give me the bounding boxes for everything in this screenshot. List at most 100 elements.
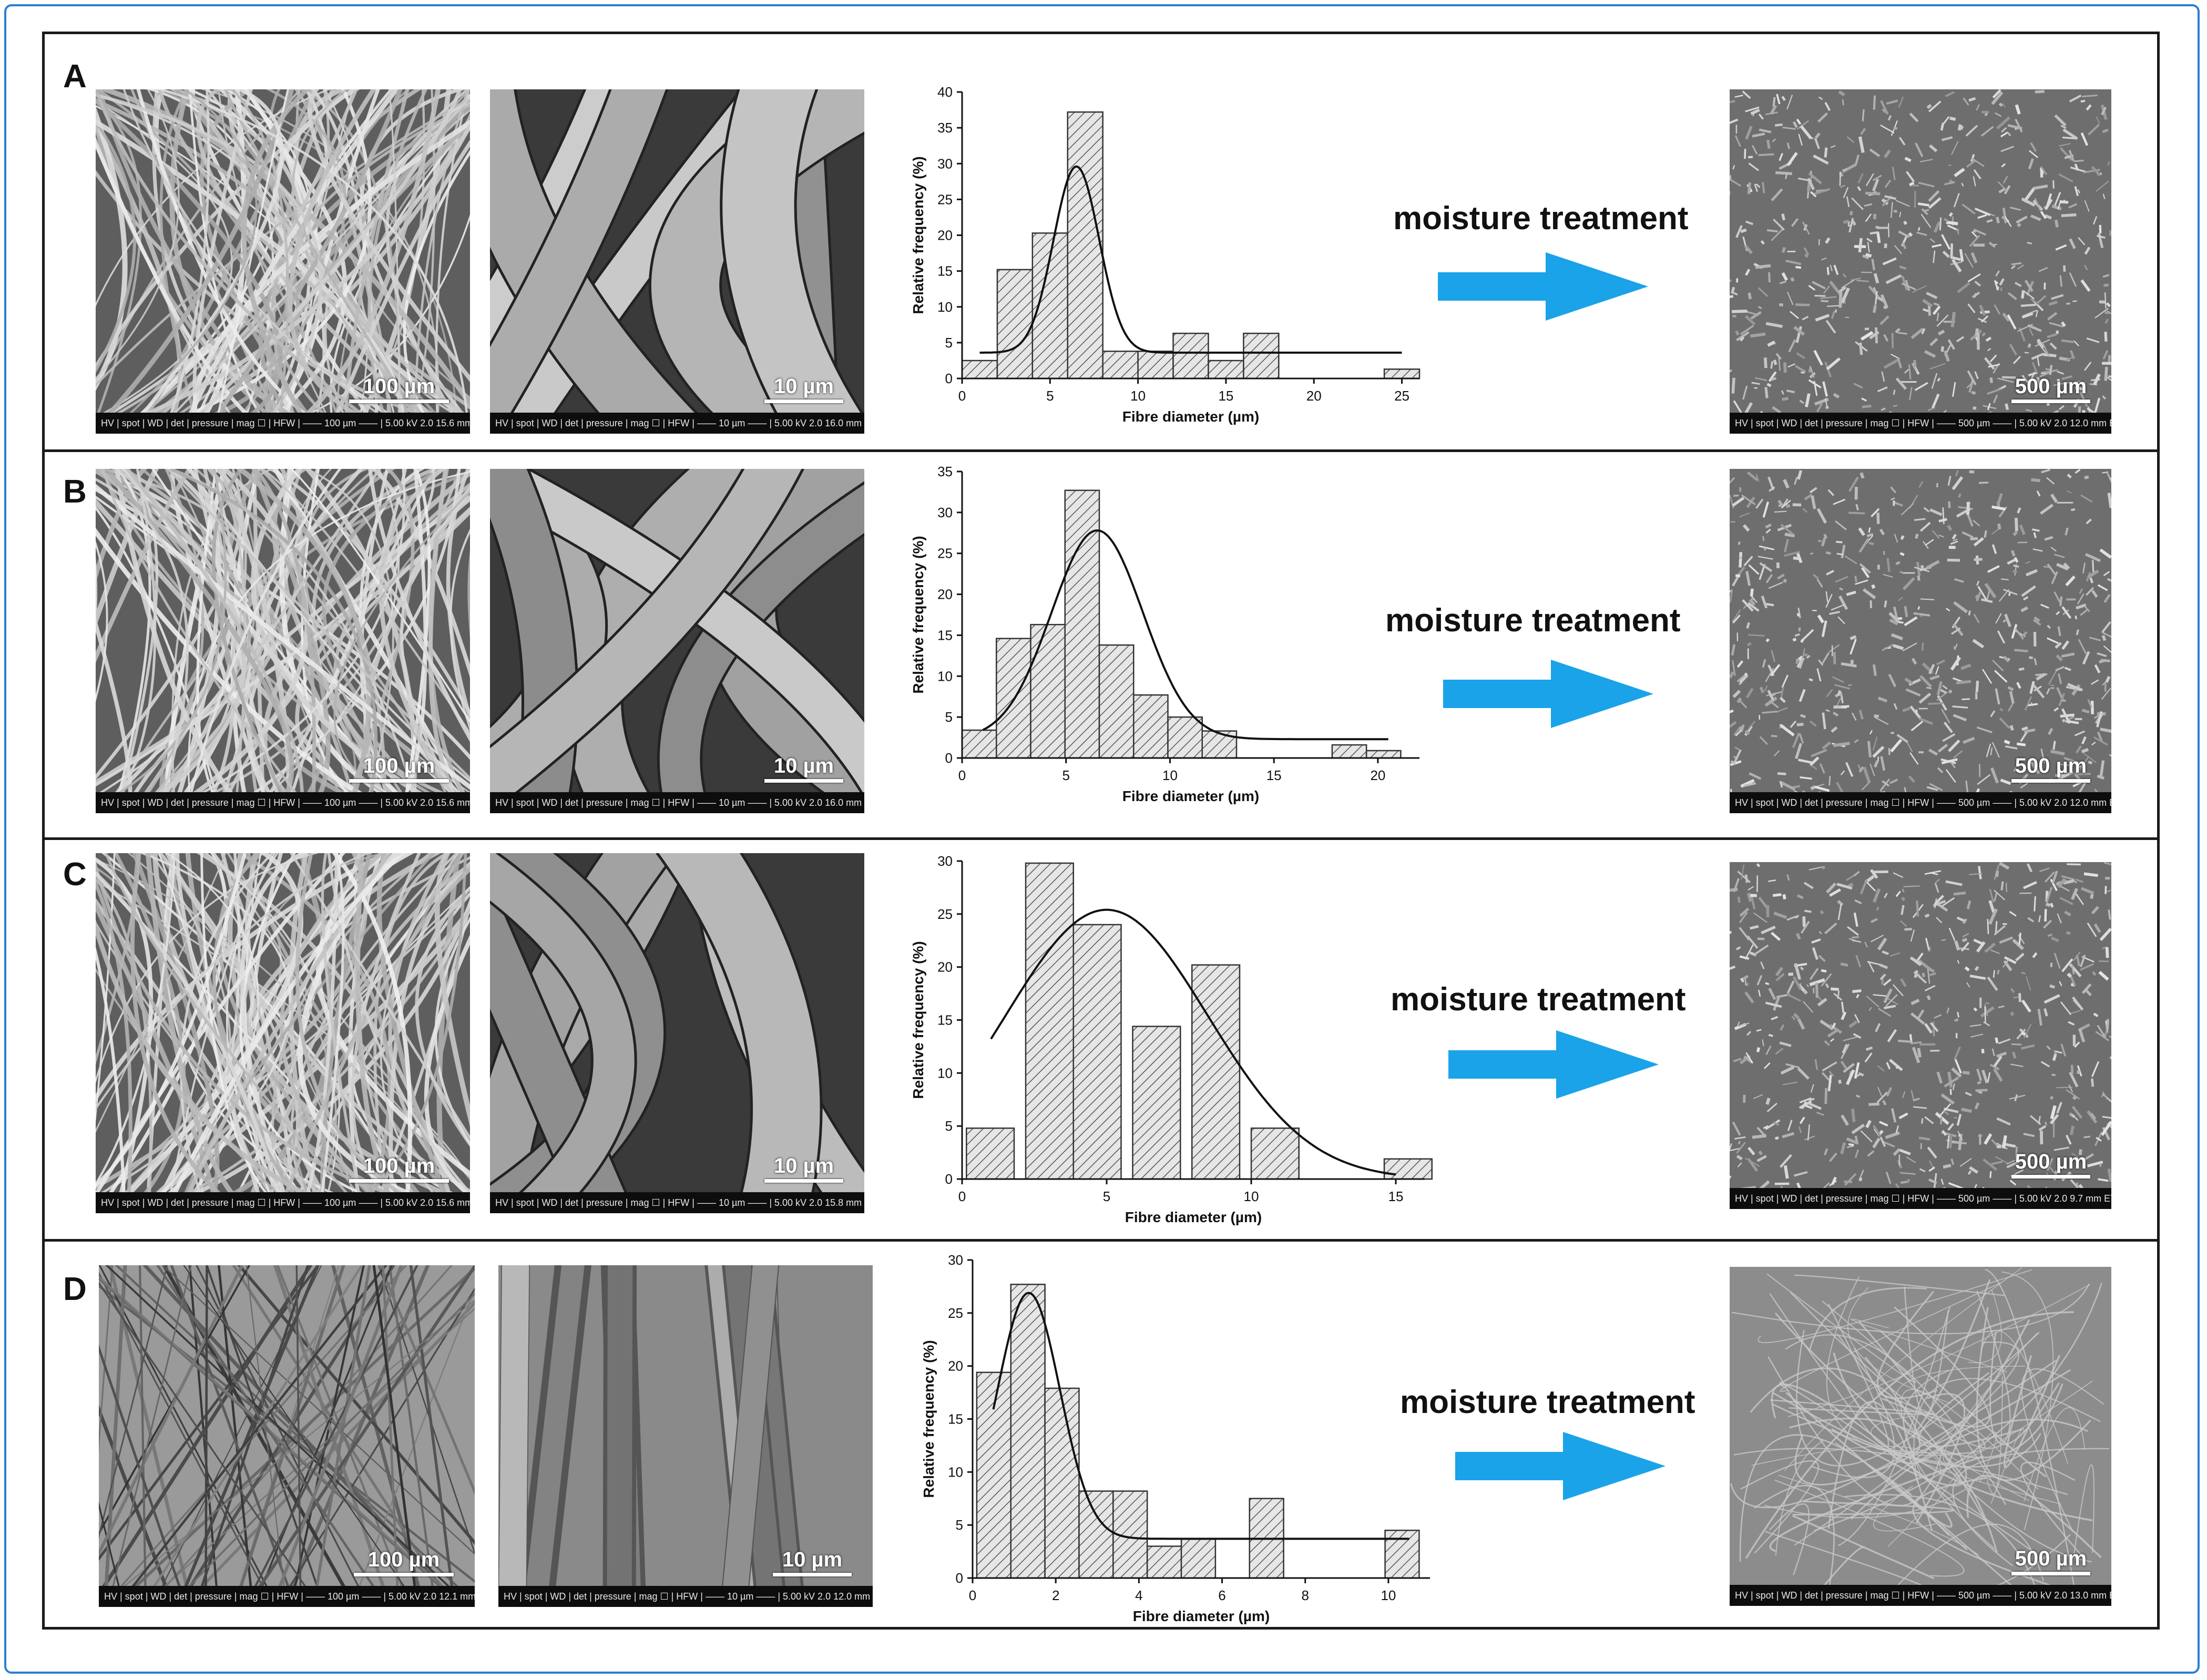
figure-inner-frame xyxy=(42,32,2160,1630)
y-tick-label: 20 xyxy=(937,228,953,243)
sem-databar: HV | spot | WD | det | pressure | mag ☐ … xyxy=(490,413,864,434)
row-divider xyxy=(42,837,2160,840)
y-tick-label: 5 xyxy=(945,1118,953,1134)
y-tick-label: 0 xyxy=(945,1171,953,1187)
x-tick-label: 6 xyxy=(1218,1587,1225,1603)
x-tick-label: 0 xyxy=(969,1587,976,1603)
x-axis-label: Fibre diameter (µm) xyxy=(1133,1608,1270,1624)
y-tick-label: 30 xyxy=(937,156,953,171)
scale-bar: 100 µm xyxy=(349,1154,449,1183)
y-tick-label: 5 xyxy=(945,335,953,351)
y-tick-label: 15 xyxy=(948,1411,963,1427)
y-tick-label: 30 xyxy=(948,1252,963,1268)
gaussian-fit-line xyxy=(992,1292,1409,1540)
histogram-bar xyxy=(1098,644,1135,759)
y-tick-label: 30 xyxy=(937,853,953,869)
histogram-bar xyxy=(1180,1538,1217,1579)
y-tick-label: 20 xyxy=(948,1358,963,1374)
y-tick-label: 40 xyxy=(937,84,953,100)
scale-bar: 10 µm xyxy=(764,375,843,403)
histogram-bar xyxy=(961,729,997,759)
sem-databar: HV | spot | WD | det | pressure | mag ☐ … xyxy=(490,1192,864,1213)
panel-label: B xyxy=(63,474,87,510)
sem-databar: HV | spot | WD | det | pressure | mag ☐ … xyxy=(96,413,470,434)
histogram-bar xyxy=(1383,368,1421,380)
x-tick-label: 15 xyxy=(1388,1189,1404,1204)
x-axis-label: Fibre diameter (µm) xyxy=(1122,408,1259,425)
arrow-right-icon xyxy=(1455,1432,1666,1500)
sem-databar: HV | spot | WD | det | pressure | mag ☐ … xyxy=(490,792,864,813)
scale-bar: 100 µm xyxy=(349,754,449,783)
y-tick-label: 20 xyxy=(937,587,953,602)
y-tick-label: 15 xyxy=(937,627,953,643)
x-tick-label: 15 xyxy=(1266,767,1282,783)
arrow-right-icon xyxy=(1448,1030,1659,1099)
histogram-bar xyxy=(1102,350,1139,380)
histogram-bar xyxy=(1331,744,1367,759)
y-tick-label: 10 xyxy=(937,668,953,684)
histogram-bar xyxy=(1201,730,1238,759)
x-tick-label: 10 xyxy=(1244,1189,1259,1204)
gaussian-fit-line xyxy=(982,529,1388,741)
y-axis-label: Relative frequency (%) xyxy=(910,941,926,1099)
sem-micrograph xyxy=(490,469,864,813)
y-tick-label: 15 xyxy=(937,263,953,279)
x-tick-label: 0 xyxy=(958,1189,966,1204)
y-axis-label: Relative frequency (%) xyxy=(910,156,926,314)
x-tick-label: 5 xyxy=(1046,388,1054,404)
histogram-bar xyxy=(1167,716,1203,759)
histogram-bar xyxy=(1132,1026,1181,1180)
histogram-bar xyxy=(1384,1530,1420,1579)
histogram-bar xyxy=(1064,489,1100,759)
histogram-bar xyxy=(1172,332,1209,380)
row-divider xyxy=(42,1239,2160,1242)
scale-bar: 500 µm xyxy=(2011,1547,2090,1575)
x-axis-label: Fibre diameter (µm) xyxy=(1125,1209,1262,1225)
sem-databar: HV | spot | WD | det | pressure | mag ☐ … xyxy=(96,1192,470,1213)
gaussian-fit-line xyxy=(979,165,1402,354)
x-tick-label: 20 xyxy=(1370,767,1385,783)
panel-c: C 100 µm HV | spot | WD | det | pressure … xyxy=(42,840,2160,1239)
sem-micrograph xyxy=(490,89,864,434)
histogram-bar xyxy=(1067,111,1104,380)
histogram-bar xyxy=(1191,964,1241,1180)
x-tick-label: 15 xyxy=(1218,388,1233,404)
x-axis-label: Fibre diameter (µm) xyxy=(1122,788,1259,804)
histogram-bar xyxy=(1243,332,1280,380)
histogram-bar xyxy=(1383,1158,1433,1180)
scale-bar: 500 µm xyxy=(2011,375,2090,403)
sem-micrograph xyxy=(1730,1267,2111,1606)
x-tick-label: 5 xyxy=(1103,1189,1110,1204)
x-tick-label: 20 xyxy=(1306,388,1322,404)
sem-micrograph xyxy=(498,1265,873,1607)
x-tick-label: 4 xyxy=(1135,1587,1142,1603)
panel-label: C xyxy=(63,856,87,893)
sem-micrograph xyxy=(99,1265,475,1607)
scale-bar: 10 µm xyxy=(773,1548,852,1576)
histogram-bar xyxy=(1078,1490,1114,1579)
histogram-bar xyxy=(1137,350,1174,380)
histogram-bar xyxy=(966,1127,1015,1180)
x-tick-label: 5 xyxy=(1062,767,1069,783)
sem-micrograph xyxy=(1730,862,2111,1209)
x-tick-label: 10 xyxy=(1381,1587,1396,1603)
scale-bar: 500 µm xyxy=(2011,754,2090,783)
figure-border xyxy=(4,4,2200,1674)
moisture-treatment-label: moisture treatment xyxy=(1393,200,1689,237)
moisture-treatment-label: moisture treatment xyxy=(1385,602,1681,639)
histogram-bar xyxy=(1365,750,1402,759)
y-axis-label: Relative frequency (%) xyxy=(910,536,926,693)
x-tick-label: 10 xyxy=(1130,388,1146,404)
moisture-treatment-label: moisture treatment xyxy=(1400,1384,1695,1420)
sem-image-high-mag: 10 µm HV | spot | WD | det | pressure | m… xyxy=(490,89,864,434)
x-tick-label: 8 xyxy=(1301,1587,1309,1603)
